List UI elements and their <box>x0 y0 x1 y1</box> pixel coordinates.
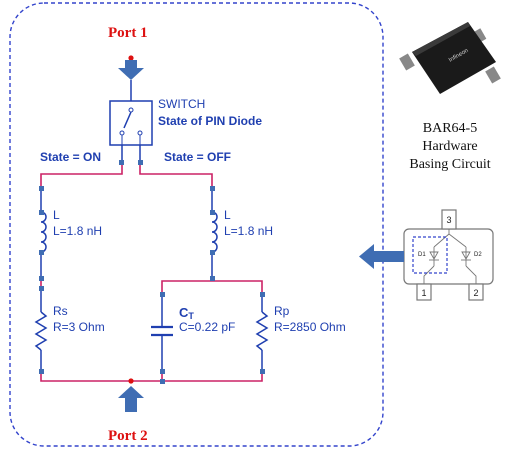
port-2-arrow <box>118 386 144 412</box>
port-2-label: Port 2 <box>108 428 148 444</box>
hardware-line-3: Basing Circuit <box>409 157 490 172</box>
series-resistor-name: Rs <box>53 304 68 318</box>
port-1-terminal <box>128 55 134 61</box>
parallel-resistor-value: R=2850 Ohm <box>274 320 346 334</box>
left-inductor-name: L <box>53 208 60 222</box>
chip-package-schematic: 3 1 2 D1 D2 <box>403 209 494 301</box>
hardware-line-1: BAR64-5 <box>423 121 477 136</box>
pin-2-label: 2 <box>473 288 478 298</box>
diode-d1-label: D1 <box>418 252 426 258</box>
pin-1-label: 1 <box>421 288 426 298</box>
switch-subtitle: State of PIN Diode <box>158 114 262 128</box>
series-resistor <box>34 288 48 371</box>
right-inductor-value: L=1.8 nH <box>224 224 273 238</box>
d1-highlight-box <box>412 236 448 274</box>
right-inductor <box>211 189 218 278</box>
node-dots <box>39 160 265 384</box>
link-arrow <box>359 244 404 269</box>
circuit-frame <box>9 2 384 447</box>
port-2-terminal <box>128 378 134 384</box>
hardware-line-2: Hardware <box>422 139 477 154</box>
switch-component <box>109 100 153 146</box>
diode-d2-label: D2 <box>474 252 482 258</box>
switch-title: SWITCH <box>158 97 205 111</box>
capacitor-value: C=0.22 pF <box>179 320 235 334</box>
pin-3-label: 3 <box>446 215 451 225</box>
state-off-label: State = OFF <box>164 150 231 164</box>
series-resistor-value: R=3 Ohm <box>53 320 105 334</box>
left-inductor-value: L=1.8 nH <box>53 224 102 238</box>
bar64-chip-image: Infineon <box>399 22 501 94</box>
parallel-resistor <box>255 294 269 371</box>
right-inductor-name: L <box>224 208 231 222</box>
left-inductor <box>40 189 47 278</box>
port-1-arrow <box>118 60 144 80</box>
parallel-resistor-name: Rp <box>274 304 290 318</box>
port-1-label: Port 1 <box>108 25 148 41</box>
capacitor <box>151 294 173 371</box>
capacitor-name: CT <box>179 305 194 321</box>
circuit-wires <box>40 163 263 382</box>
state-on-label: State = ON <box>40 150 101 164</box>
